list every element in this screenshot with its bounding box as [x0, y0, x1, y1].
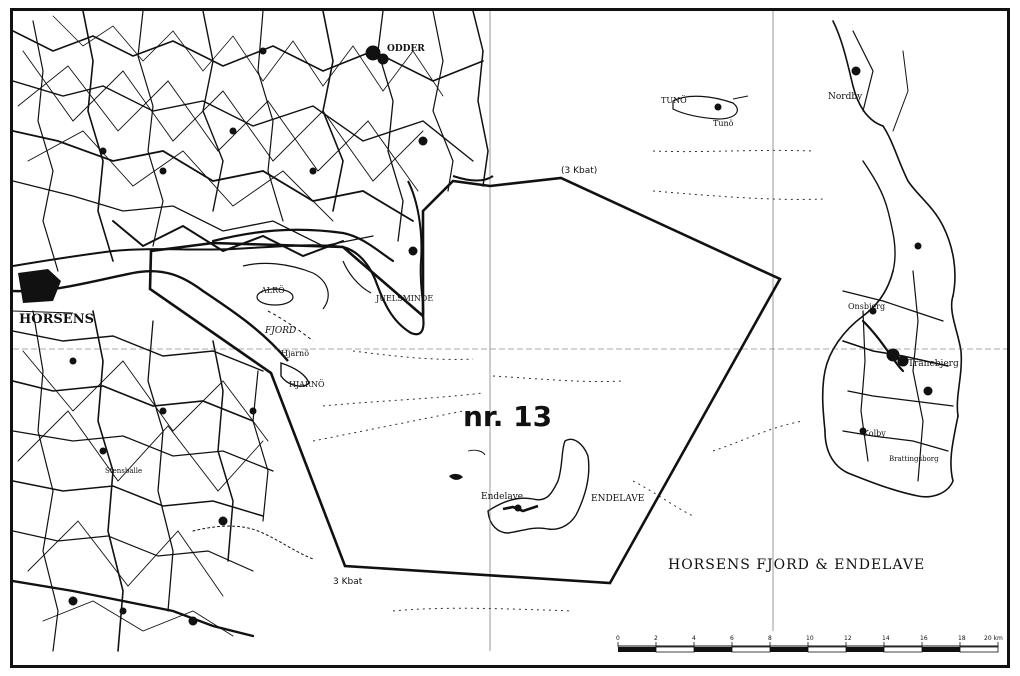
- tunoe-island: [672, 95, 749, 120]
- label-distance-upper: (3 Kbat): [561, 166, 597, 176]
- label-tunoe: TUNÖ: [661, 96, 687, 105]
- label-brattingsborg: Brattingsborg: [889, 455, 939, 463]
- scale-bar: 0 2 4 6 8 10 12 14 16 18 20 km: [616, 635, 1003, 653]
- label-endelave: ENDELAVE: [591, 494, 644, 504]
- mainland-north-roads: [13, 11, 489, 272]
- scale-tick-label: 18: [958, 635, 966, 642]
- label-alro: ALRÖ: [260, 286, 285, 295]
- map-title: HORSENS FJORD & ENDELAVE: [668, 557, 925, 573]
- scale-tick-label: 4: [692, 635, 696, 642]
- horsens-town: [13, 269, 74, 314]
- label-endelave-small: Endelave: [481, 492, 523, 502]
- scale-tick-label: 10: [806, 635, 814, 642]
- samso-island: [821, 20, 963, 498]
- map-grid-lines: [13, 11, 1007, 651]
- horsens-fjord-coastline: [13, 175, 494, 387]
- scale-tick-label: 12: [844, 635, 852, 642]
- label-nordby: Nordby: [828, 92, 863, 102]
- label-tranebjerg: Tranebjerg: [908, 359, 959, 369]
- label-fjord: FJORD: [264, 326, 296, 336]
- label-onsbjerg: Onsbjerg: [848, 302, 885, 311]
- scale-tick-label: 0: [616, 635, 620, 642]
- scale-tick-label: 8: [768, 635, 772, 642]
- place-labels: HORSENS ALRÖ FJORD Hjarnö HJARNÖ JUELSMI…: [19, 44, 959, 587]
- label-kolby: Kolby: [863, 429, 886, 438]
- area-number-label: nr. 13: [463, 400, 552, 433]
- label-juelsminde: JUELSMINDE: [375, 294, 433, 303]
- label-distance-lower: 3 Kbat: [333, 577, 363, 587]
- depth-contour-lines: [312, 149, 824, 612]
- label-odder: ODDER: [387, 44, 425, 54]
- label-hjarno-upper: Hjarnö: [281, 349, 309, 358]
- map-frame: 0 2 4 6 8 10 12 14 16 18 20 km HORSENS ALRÖ FJORD …: [10, 8, 1010, 668]
- scale-tick-label: 20 km: [984, 635, 1003, 642]
- mainland-south-roads: [13, 310, 314, 652]
- scale-tick-label: 16: [920, 635, 928, 642]
- area-13-boundary: [148, 176, 782, 585]
- endelave-island: [449, 438, 590, 534]
- label-stensballe: Stensballe: [105, 467, 142, 475]
- scale-tick-label: 14: [882, 635, 890, 642]
- scale-tick-label: 6: [730, 635, 734, 642]
- map-canvas: 0 2 4 6 8 10 12 14 16 18 20 km HORSENS ALRÖ FJORD …: [13, 11, 1007, 653]
- label-hjarno-lower: HJARNÖ: [289, 380, 325, 389]
- scale-bar-ticks: 0 2 4 6 8 10 12 14 16 18 20 km: [616, 635, 1003, 647]
- label-tunoe-small: Tunö: [713, 119, 734, 128]
- label-horsens: HORSENS: [19, 312, 94, 327]
- scale-tick-label: 2: [654, 635, 658, 642]
